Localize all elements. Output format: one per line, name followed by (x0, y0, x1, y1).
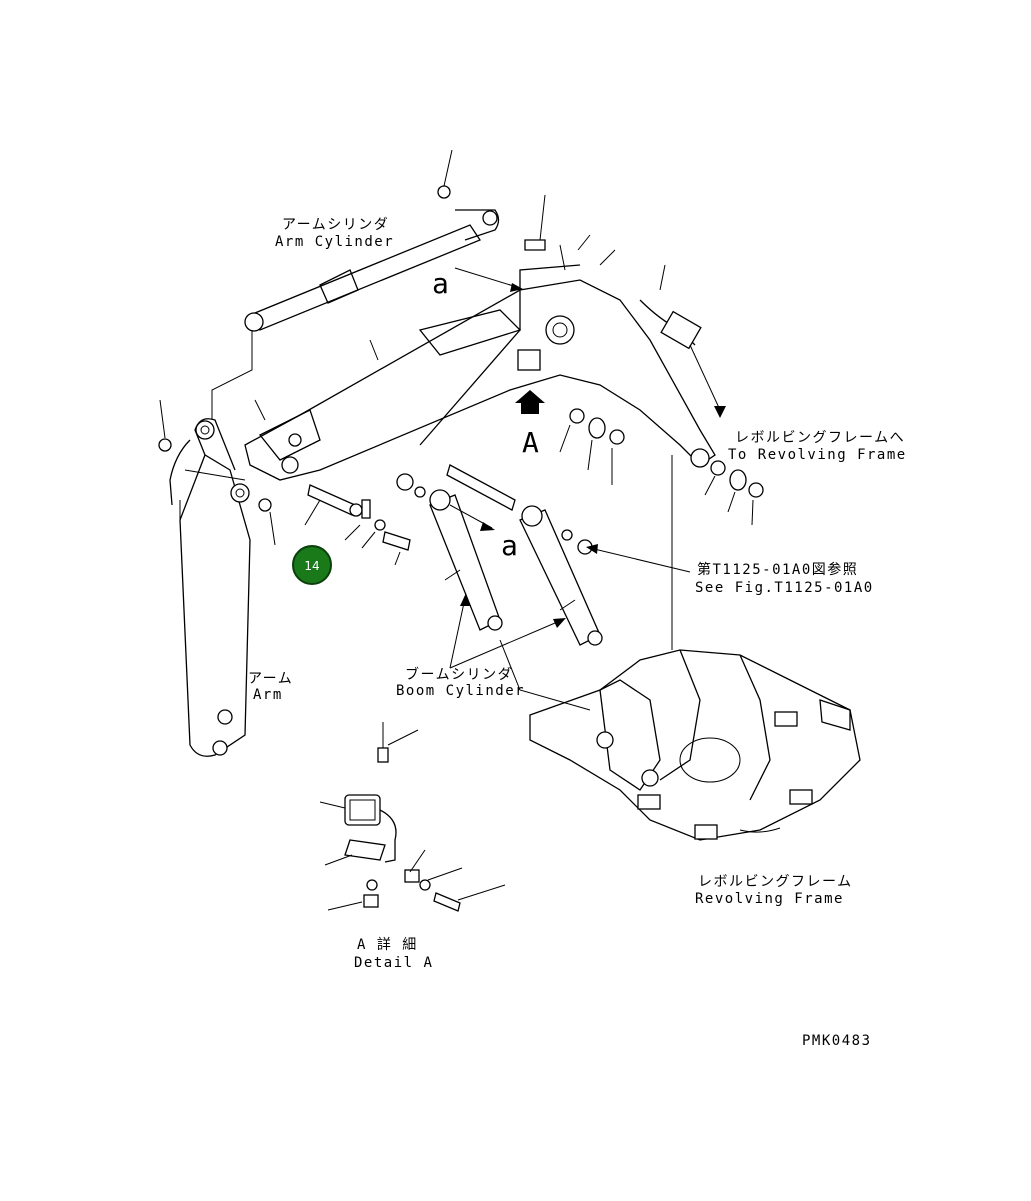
ref-a-lower: a (501, 529, 518, 562)
revolving-frame-label-en: Revolving Frame (695, 891, 844, 907)
view-letter-a: A (522, 426, 539, 459)
arm-label-en: Arm (253, 687, 283, 703)
callout-14[interactable]: 14 (292, 545, 332, 585)
figure-code: PMK0483 (802, 1033, 872, 1049)
arm-drawing (158, 399, 276, 757)
detail-a-label-jp: A 詳 細 (357, 937, 418, 953)
arm-cylinder-drawing (211, 149, 500, 420)
see-fig-label-jp: 第T1125-01A0図参照 (697, 561, 858, 578)
arm-cylinder-label-en: Arm Cylinder (275, 234, 394, 250)
pins-bolts (304, 464, 593, 566)
ref-a-upper: a (432, 267, 449, 300)
boom-drawing (244, 194, 726, 481)
detail-a-drawing (319, 722, 506, 912)
to-revolving-label-en: To Revolving Frame (728, 447, 907, 463)
to-revolving-label-jp: レボルビングフレームへ (735, 430, 905, 446)
bushing-parts (559, 408, 764, 526)
boom-cylinders-drawing (429, 489, 603, 646)
arm-label-jp: アーム (248, 671, 293, 687)
arm-cylinder-label-jp: アームシリンダ (282, 217, 389, 233)
revolving-frame-label-jp: レボルビングフレーム (698, 874, 853, 890)
see-fig-label-en: See Fig.T1125-01A0 (695, 580, 874, 596)
boom-cylinder-label-jp: ブームシリンダ (405, 666, 513, 683)
detail-a-label-en: Detail A (354, 955, 433, 971)
callout-number: 14 (304, 559, 319, 573)
leader-lines (449, 267, 691, 669)
revolving-frame-drawing (499, 455, 861, 841)
boom-cylinder-label-en: Boom Cylinder (396, 683, 525, 699)
